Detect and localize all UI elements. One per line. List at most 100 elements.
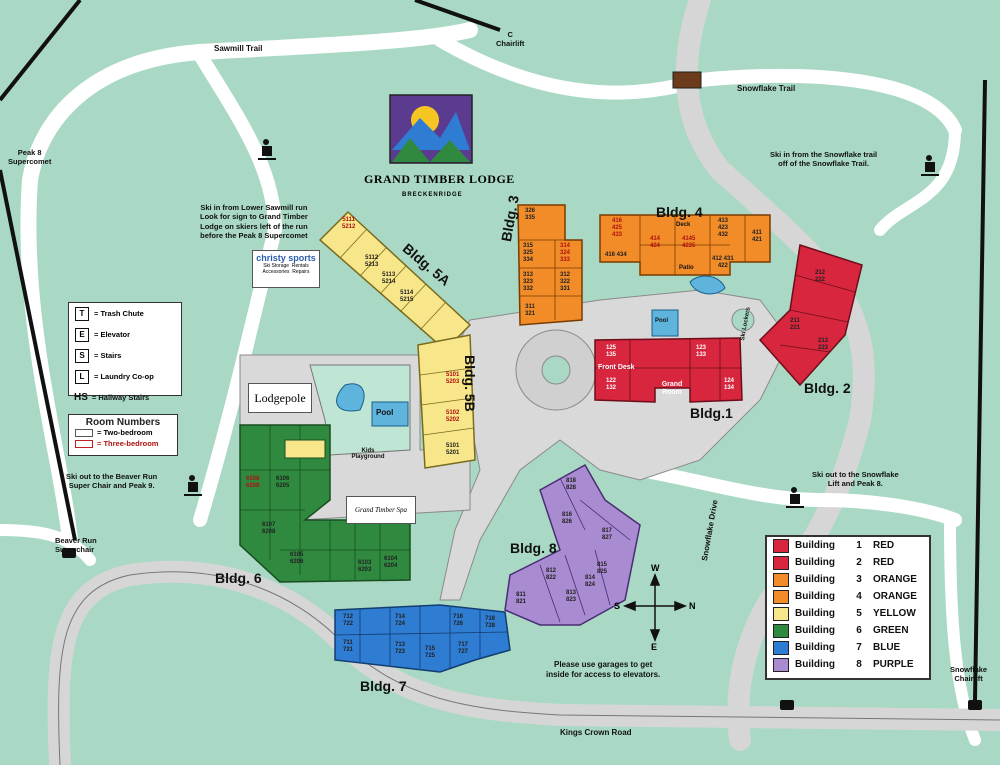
pool1-label: Pool: [376, 408, 394, 417]
compass-north: N: [689, 601, 696, 611]
roundabout-island: [541, 355, 571, 385]
room-label: 124 134: [724, 378, 735, 391]
legend-row: E= Elevator: [69, 324, 181, 345]
small-roundabout: [731, 308, 755, 332]
room-label: 818 828: [566, 478, 577, 491]
logo-artwork: [389, 94, 473, 164]
skier-icon: [258, 139, 276, 160]
legend-label: = Stairs: [94, 351, 122, 360]
room-label: 416 434: [605, 252, 627, 258]
kings-crown-road-edge: [58, 571, 1000, 765]
key-row: Building 4 ORANGE: [767, 588, 929, 605]
room-label: 5114 5215: [400, 290, 414, 303]
room-label: 125 135: [606, 345, 617, 358]
key-swatch-red: [773, 555, 789, 570]
trash-chute-symbol: T: [75, 306, 89, 321]
bldg-1-label: Bldg.1: [690, 405, 733, 421]
bridge: [672, 71, 702, 89]
bldg-2-label: Bldg. 2: [804, 380, 851, 396]
bldg-3-dividers: [518, 239, 582, 320]
key-color-name: ORANGE: [873, 591, 917, 602]
three-bedroom-label: = Three-bedroom: [97, 439, 159, 448]
key-number: 3: [856, 574, 862, 585]
key-number: 7: [856, 642, 862, 653]
bldg-8-shape: [504, 463, 641, 626]
skier-icons: [184, 139, 939, 508]
room-label: 326 335: [525, 208, 536, 221]
key-swatch-yellow: [773, 606, 789, 621]
stairs-symbol: S: [75, 348, 89, 363]
room-label: 5111 5212: [342, 217, 356, 230]
bldg-6-yellow-cell: [284, 439, 326, 459]
c-chairlift-line: [414, 0, 501, 32]
room-label: 715 725: [425, 646, 436, 659]
compass-rose: [622, 572, 688, 643]
three-bedroom-row: = Three-bedroom: [69, 439, 177, 450]
room-label: 717 727: [458, 642, 469, 655]
room-label: 811 821: [516, 592, 527, 605]
bldg-8-label: Bldg. 8: [510, 540, 557, 556]
key-number: 1: [856, 540, 862, 551]
ski-in-sawmill-note: Ski in from Lower Sawmill run Look for s…: [200, 203, 308, 241]
key-label: Building: [795, 608, 835, 619]
room-label: 718 728: [485, 616, 496, 629]
peak8-lift-line: [0, 0, 82, 102]
room-label: 6105 6206: [290, 552, 304, 565]
hallway-stairs-legend: HS= Hallway Stairs: [74, 392, 149, 403]
legend-label: = Hallway Stairs: [91, 393, 150, 402]
room-label: 413 423 432: [718, 218, 729, 238]
room-label: 817 827: [602, 528, 613, 541]
christy-sports-name: christy sports: [256, 253, 316, 263]
christy-sports-sign: christy sports Ski Storage Rentals Acces…: [252, 250, 320, 288]
pool1-shape: [371, 401, 409, 427]
room-label: 6106 6205: [276, 476, 290, 489]
deck-label: Deck: [676, 222, 691, 228]
ski-out-beaver-note: Ski out to the Beaver Run Super Chair an…: [66, 472, 158, 491]
room-label: 814 824: [585, 575, 596, 588]
garages-note: Please use garages to get inside for acc…: [546, 660, 661, 679]
room-label: 416 425 433: [612, 218, 623, 238]
legend-row: T= Trash Chute: [69, 303, 181, 324]
room-label: 411 421: [752, 230, 763, 243]
room-label: 6107 6208: [262, 522, 276, 535]
grand-room-label: Grand Room: [661, 381, 683, 396]
two-bedroom-row: = Two-bedroom: [69, 428, 177, 439]
snowflake-trail-label: Snowflake Trail: [737, 84, 796, 93]
legend-row: L= Laundry Co-op: [69, 366, 181, 387]
key-label: Building: [795, 540, 835, 551]
room-label: 4145 4235: [682, 236, 696, 249]
laundry-symbol: L: [75, 369, 89, 384]
snowflake-drive-road: [675, 0, 875, 751]
bldg-7-dividers: [334, 606, 509, 668]
bus-icons: [62, 548, 982, 710]
compass-west: W: [651, 563, 660, 573]
key-number: 4: [856, 591, 862, 602]
skier-icon: [786, 487, 804, 508]
beaver-run-lift-line: [0, 169, 77, 541]
room-label: 816 826: [562, 512, 573, 525]
room-numbers-legend: Room Numbers = Two-bedroom = Three-bedro…: [68, 414, 178, 456]
key-color-name: BLUE: [873, 642, 901, 653]
room-label: 412 431 422: [712, 256, 734, 269]
hallway-stairs-symbol: HS: [74, 392, 88, 403]
bldg-5b-label: Bldg. 5B: [462, 355, 478, 412]
key-label: Building: [795, 557, 835, 568]
key-number: 5: [856, 608, 862, 619]
three-bedroom-swatch: [75, 440, 93, 449]
room-label: 5101 5203: [446, 372, 460, 385]
kids-playground-label: Kids Playground: [351, 448, 385, 460]
skier-icon: [921, 155, 939, 176]
c-chairlift-label: C Chairlift: [496, 30, 525, 49]
key-label: Building: [795, 591, 835, 602]
grand-spa-sign: Grand Timber Spa: [346, 496, 416, 524]
key-label: Building: [795, 574, 835, 585]
key-swatch-red: [773, 538, 789, 553]
lodgepole-sign: Lodgepole: [248, 383, 312, 413]
